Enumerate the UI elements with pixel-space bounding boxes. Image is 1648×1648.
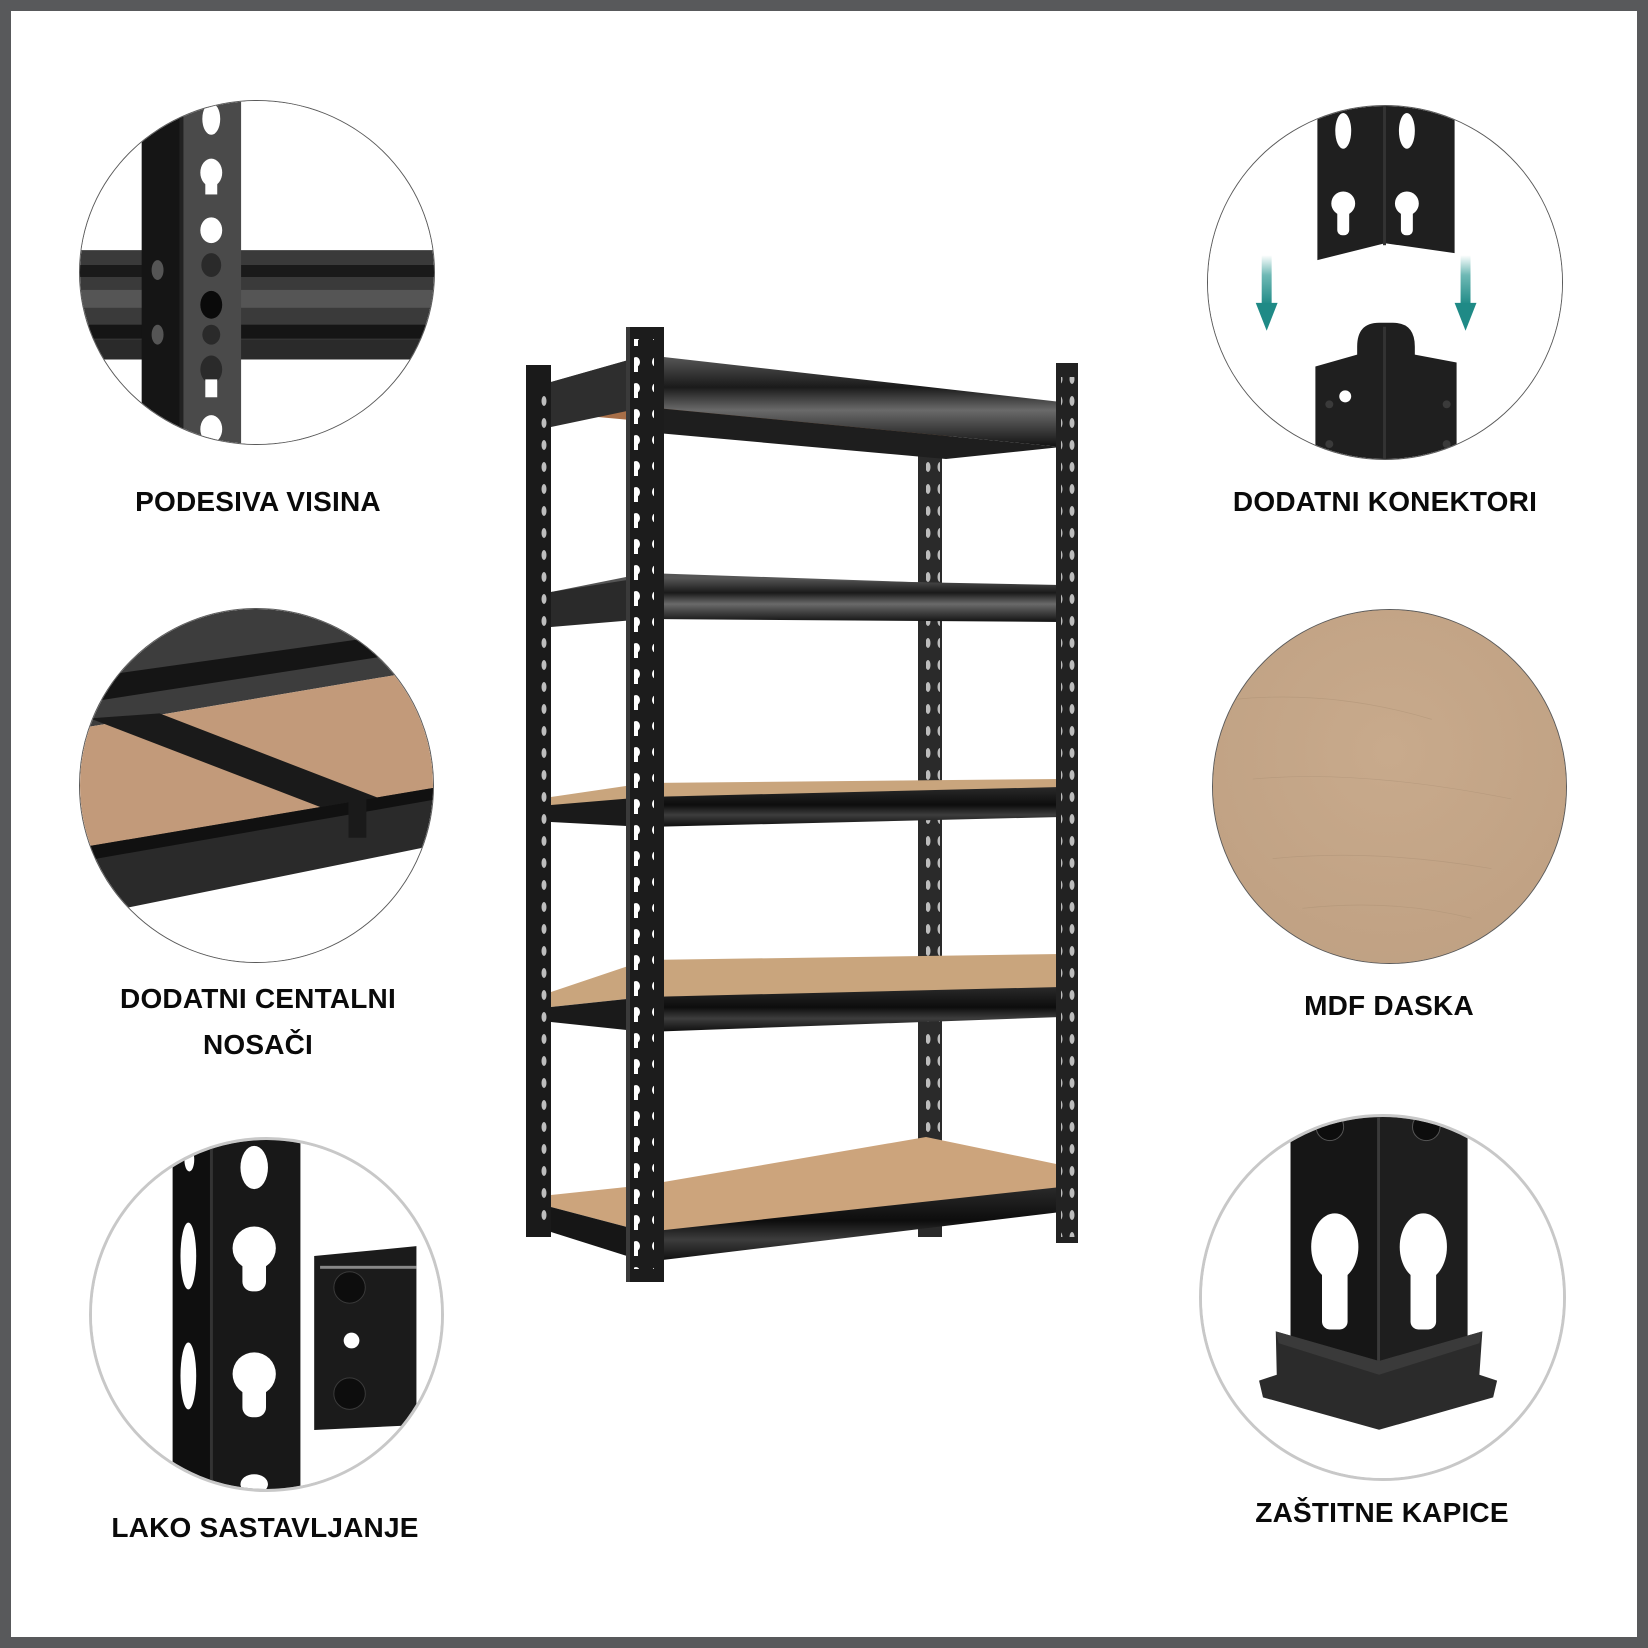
easy-assembly-label: LAKO SASTAVLJANJE: [111, 1512, 419, 1543]
mdf-board-label: MDF DASKA: [1304, 990, 1474, 1021]
connector-assembly-icon: [1208, 106, 1562, 459]
adjustable-height-label: PODESIVA VISINA: [135, 486, 381, 517]
foot-cap-icon: [1202, 1117, 1563, 1478]
extra-connectors-image: [1207, 105, 1563, 460]
center-support-beam-icon: [80, 609, 433, 962]
mdf-texture-icon: [1213, 610, 1566, 963]
center-supports-label-line2: NOSAČI: [202, 1029, 314, 1060]
adjustable-height-image: [79, 100, 435, 445]
arrow-down-icon: [1255, 255, 1278, 331]
protective-caps-label: ZAŠTITNE KAPICE: [1255, 1497, 1509, 1528]
arrow-down-icon: [1454, 255, 1477, 331]
keyhole-upright-icon: [92, 1140, 441, 1489]
center-supports-label-line1: DODATNI CENTALNI: [120, 983, 396, 1014]
shelving-rack-icon: [526, 327, 1078, 1282]
extra-connectors-label: DODATNI KONEKTORI: [1232, 486, 1538, 517]
center-supports-image: [79, 608, 434, 963]
easy-assembly-image: [89, 1137, 444, 1492]
infographic-canvas: PODESIVA VISINA: [11, 11, 1637, 1637]
upright-with-holes-icon: [80, 101, 434, 444]
protective-caps-image: [1199, 1114, 1566, 1481]
shelving-unit-image: [526, 327, 1146, 1377]
mdf-board-swatch: [1212, 609, 1567, 964]
